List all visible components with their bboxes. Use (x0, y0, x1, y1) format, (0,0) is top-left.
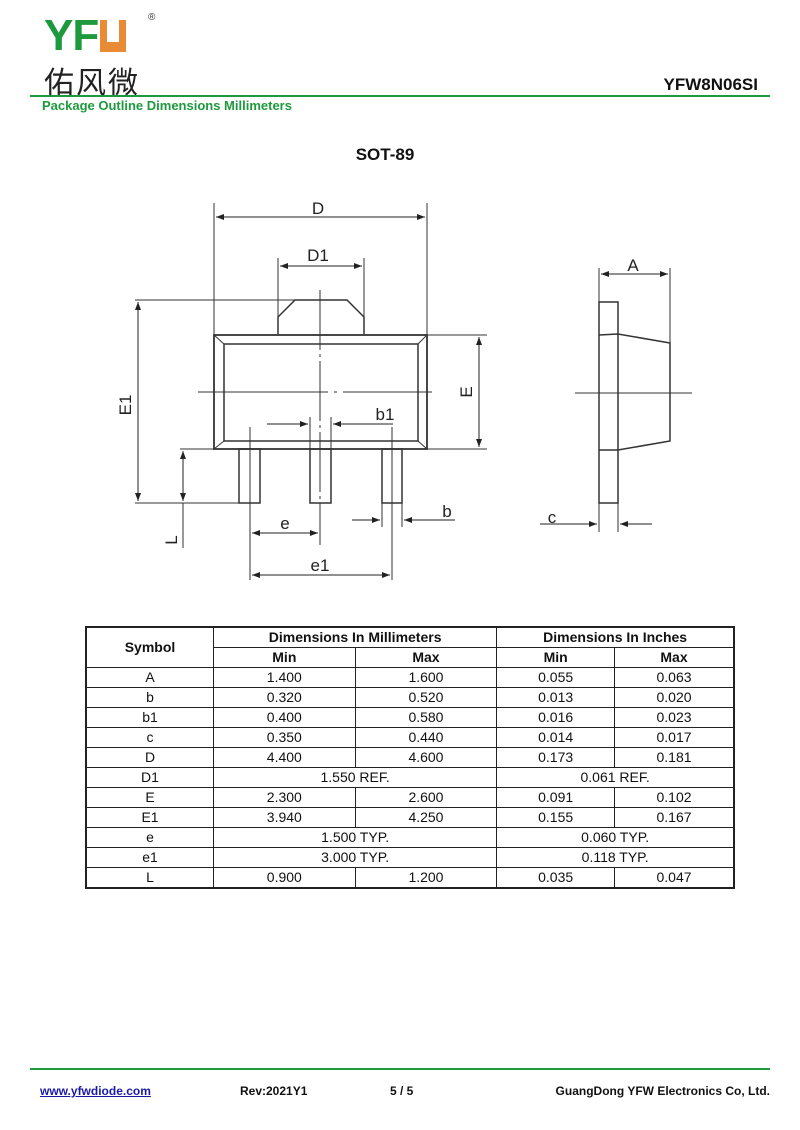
cell-mm-max: 1.200 (354, 867, 498, 889)
revision: Rev:2021Y1 (240, 1084, 308, 1098)
label-D: D (312, 199, 324, 218)
footer-divider (30, 1068, 770, 1070)
cell-in-min: 0.016 (496, 707, 616, 728)
cell-in-max: 0.167 (614, 807, 735, 828)
part-number: YFW8N06SI (663, 75, 758, 94)
cell-in-min: 0.013 (496, 687, 616, 708)
mm-header: Dimensions In Millimeters (212, 626, 498, 648)
cell-symbol: D (85, 747, 214, 768)
section-title: Package Outline Dimensions Millimeters (42, 98, 292, 113)
package-name: SOT-89 (355, 145, 415, 164)
website-link[interactable]: www.yfwdiode.com (40, 1084, 151, 1098)
cell-in-max: 0.063 (614, 667, 735, 688)
cell-mm-min: 4.400 (213, 747, 356, 768)
cell-mm-min: 0.350 (213, 727, 356, 748)
logo-w-mark (100, 20, 127, 52)
cell-mm-max: 1.600 (354, 667, 498, 688)
cell-mm-max: 0.520 (354, 687, 498, 708)
page-number: 5 / 5 (390, 1084, 414, 1098)
cell-mm-max: 4.600 (354, 747, 498, 768)
cell-in-min: 0.091 (496, 787, 616, 808)
cell-in-span: 0.061 REF. (496, 767, 735, 788)
cell-symbol: E1 (85, 807, 214, 828)
cell-in-span: 0.118 TYP. (496, 847, 735, 868)
label-E1: E1 (116, 395, 135, 416)
in-min-header: Min (496, 647, 616, 668)
cell-in-max: 0.181 (614, 747, 735, 768)
cell-mm-max: 0.440 (354, 727, 498, 748)
cell-in-min: 0.155 (496, 807, 616, 828)
label-c: c (548, 508, 557, 527)
label-e1: e1 (311, 556, 330, 575)
label-e: e (280, 514, 289, 533)
cell-mm-span: 1.550 REF. (212, 767, 498, 788)
cell-symbol: b (85, 687, 214, 708)
header-divider (30, 95, 770, 97)
cell-symbol: A (85, 667, 214, 688)
cell-mm-max: 4.250 (354, 807, 498, 828)
cell-in-max: 0.047 (614, 867, 735, 889)
cell-in-max: 0.017 (614, 727, 735, 748)
cell-symbol: e1 (85, 847, 214, 868)
package-outline-drawing: D D1 b1 b e e1 E1 E L A c (116, 199, 692, 580)
cell-mm-min: 3.940 (213, 807, 356, 828)
cell-in-min: 0.055 (496, 667, 616, 688)
inch-header: Dimensions In Inches (496, 626, 735, 648)
cell-in-max: 0.102 (614, 787, 735, 808)
cell-symbol: L (85, 867, 214, 889)
label-D1: D1 (307, 246, 329, 265)
company-name: GuangDong YFW Electronics Co, Ltd. (555, 1084, 770, 1098)
label-E: E (457, 386, 476, 397)
mm-min-header: Min (213, 647, 356, 668)
cell-in-max: 0.023 (614, 707, 735, 728)
cell-symbol: e (85, 827, 214, 848)
mm-max-header: Max (354, 647, 498, 668)
label-A: A (627, 256, 639, 275)
cell-symbol: b1 (85, 707, 214, 728)
cell-symbol: E (85, 787, 214, 808)
label-L: L (162, 535, 181, 544)
cell-mm-min: 0.400 (213, 707, 356, 728)
in-max-header: Max (614, 647, 735, 668)
label-b: b (442, 502, 451, 521)
cell-in-span: 0.060 TYP. (496, 827, 735, 848)
dimensions-table: Symbol Dimensions In Millimeters Dimensi… (85, 626, 735, 889)
cell-in-min: 0.173 (496, 747, 616, 768)
side-view (575, 268, 692, 532)
cell-mm-min: 1.400 (213, 667, 356, 688)
cell-in-max: 0.020 (614, 687, 735, 708)
cell-mm-max: 0.580 (354, 707, 498, 728)
symbol-header: Symbol (85, 626, 214, 668)
cell-mm-max: 2.600 (354, 787, 498, 808)
cell-symbol: D1 (85, 767, 214, 788)
cell-mm-span: 3.000 TYP. (212, 847, 498, 868)
cell-mm-min: 0.320 (213, 687, 356, 708)
cell-in-min: 0.035 (496, 867, 616, 889)
cell-in-min: 0.014 (496, 727, 616, 748)
cell-mm-min: 2.300 (213, 787, 356, 808)
cell-symbol: c (85, 727, 214, 748)
cell-mm-span: 1.500 TYP. (212, 827, 498, 848)
label-b1: b1 (376, 405, 395, 424)
registered-mark: ® (148, 12, 156, 23)
cell-mm-min: 0.900 (213, 867, 356, 889)
company-logo: YF (44, 14, 127, 58)
